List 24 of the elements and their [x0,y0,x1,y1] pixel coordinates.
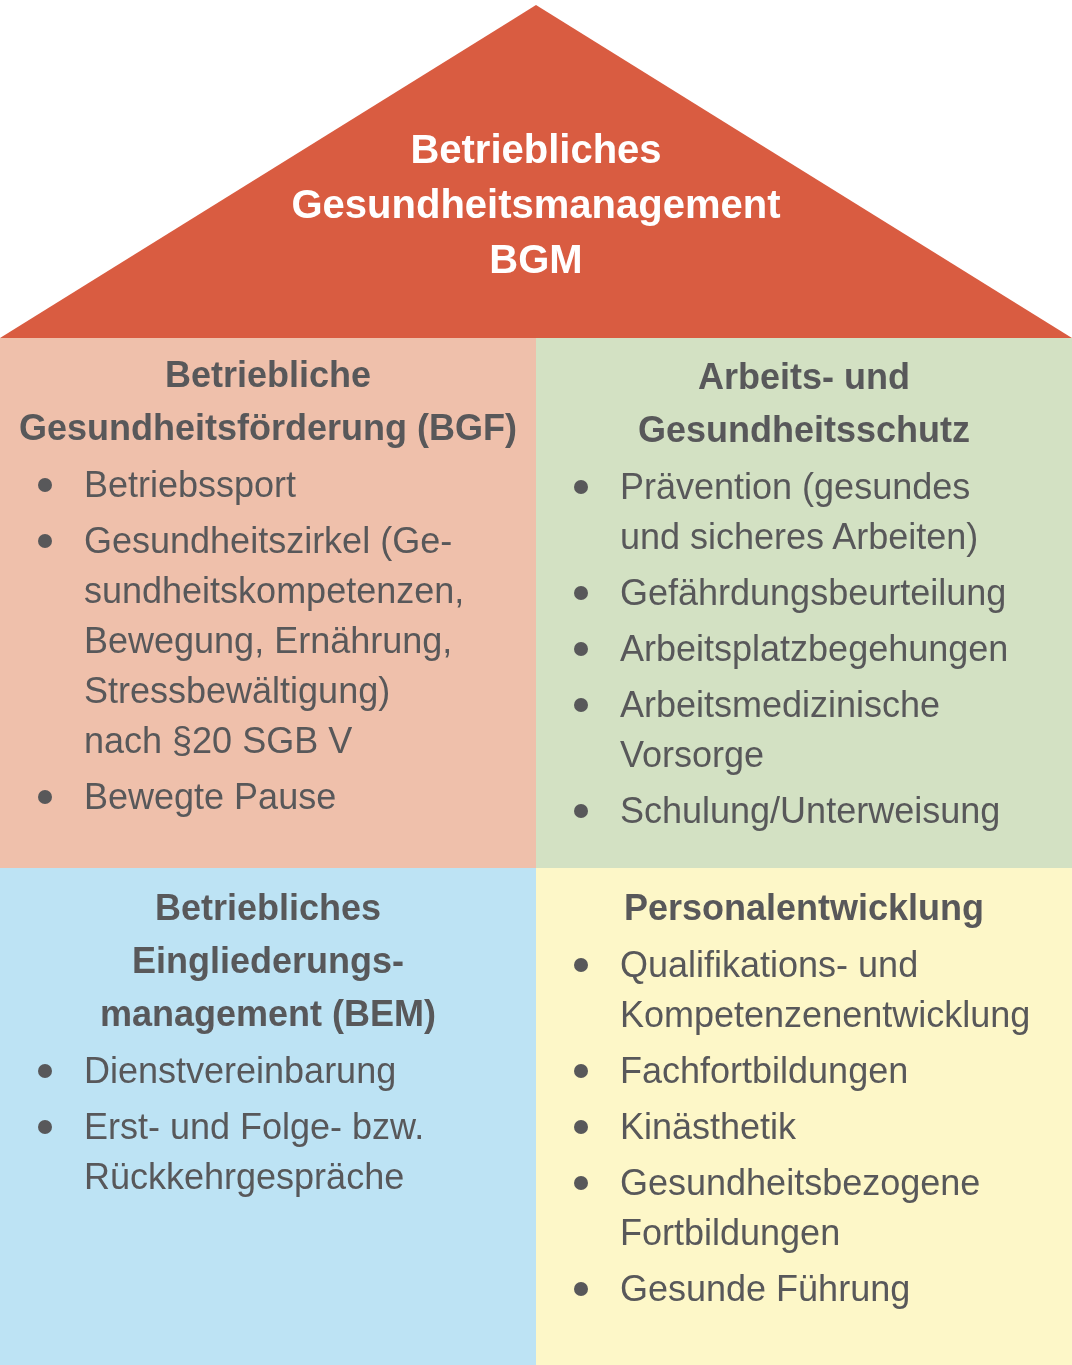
section-heading: Betriebliche Gesundheitsförderung (BGF) [18,353,518,450]
list-item-text: Bewegte Pause [84,775,338,819]
section-heading: Betriebliches Eingliederungs- management (BEM) [98,886,437,1036]
section-panel [536,868,1072,1365]
list-item-text: Gefährdungsbeurteilung [620,571,1008,615]
section-panel [0,338,536,868]
list-item-text: Gesundheitsbezogene Fortbildungen [620,1161,982,1255]
list-item-text: Prävention (gesundes und sicheres Arbeiten) [620,465,980,559]
list-item-text: Kinästhetik [620,1105,798,1149]
list-item-text: Arbeitsmedizinische Vorsorge [620,683,942,777]
section-panel [536,338,1072,868]
section-panel [0,868,536,1365]
list-item-text: Gesunde Führung [620,1267,912,1311]
list-item-text: Fachfortbildungen [620,1049,910,1093]
list-item-text: Gesundheitszirkel (Ge- sundheitskompetenzen, Bewegung, Ernährung, Stressbewältigung) nach §20 SGB V [84,519,466,763]
roof-title: Betriebliches Gesundheitsmanagement BGM [290,126,782,283]
list-item-text: Qualifikations- und Kompetenzenentwicklung [620,943,1032,1037]
list-item-text: Dienstvereinbarung [84,1049,398,1093]
section-heading: Arbeits- und Gesundheitsschutz [636,355,972,452]
section-heading: Personalentwicklung [622,886,986,930]
list-item-text: Schulung/Unterweisung [620,789,1002,833]
list-item-text: Betriebssport [84,463,298,507]
list-item-text: Arbeitsplatzbegehungen [620,627,1010,671]
list-item-text: Erst- und Folge- bzw. Rückkehrgespräche [84,1105,426,1199]
